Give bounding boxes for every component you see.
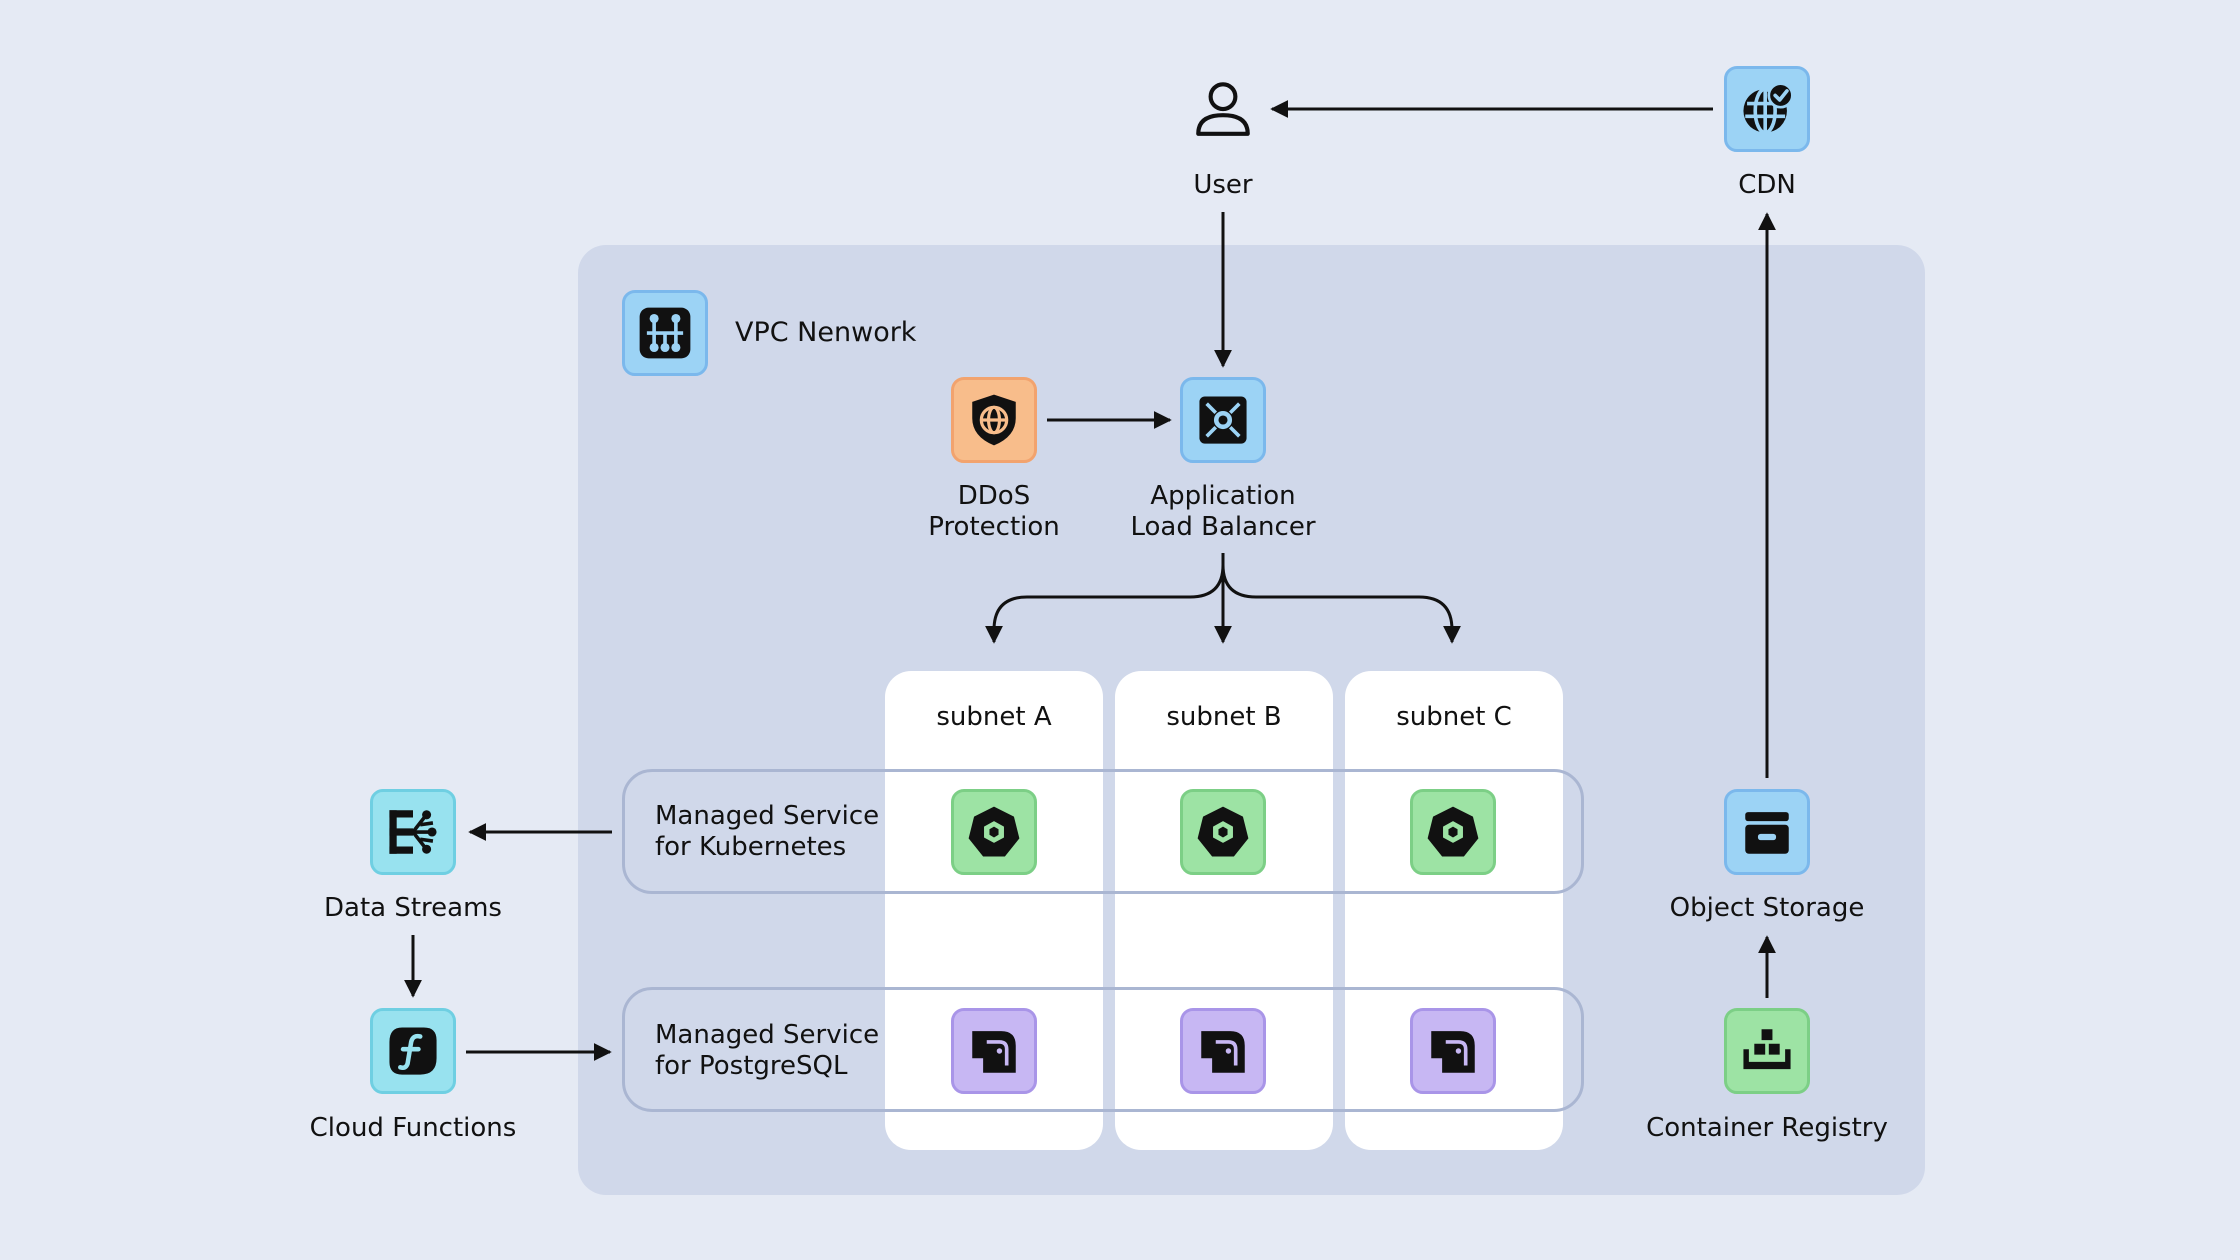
function-icon <box>370 1008 456 1094</box>
postgresql-icon <box>951 1008 1037 1094</box>
kubernetes-icon <box>951 789 1037 875</box>
ddos-label-line2: Protection <box>928 512 1060 542</box>
ddos-label: DDoS Protection <box>864 481 1124 543</box>
ddos-label-line1: DDoS <box>957 481 1031 511</box>
kubernetes-band-label: Managed Service for Kubernetes <box>655 801 879 863</box>
kubernetes-band <box>622 769 1584 894</box>
data-streams-label: Data Streams <box>324 893 502 923</box>
kubernetes-band-label-line2: for Kubernetes <box>655 832 847 862</box>
kubernetes-icon <box>1410 789 1496 875</box>
user-label: User <box>1193 170 1253 200</box>
subnet-a-label: subnet A <box>936 702 1052 732</box>
archive-box-icon <box>1724 789 1810 875</box>
globe-check-icon <box>1724 66 1810 152</box>
arrow-alb-to-subnet-a <box>985 564 1225 644</box>
subnet-c-label: subnet C <box>1396 702 1512 732</box>
postgresql-icon <box>1410 1008 1496 1094</box>
alb-label: Application Load Balancer <box>1093 481 1353 543</box>
kubernetes-band-label-line1: Managed Service <box>655 801 880 831</box>
load-balancer-icon <box>1180 377 1266 463</box>
cloud-functions-label: Cloud Functions <box>309 1113 517 1143</box>
postgresql-band <box>622 987 1584 1112</box>
postgresql-band-label: Managed Service for PostgreSQL <box>655 1020 879 1082</box>
user-icon <box>1180 66 1266 152</box>
postgresql-icon <box>1180 1008 1266 1094</box>
shield-globe-icon <box>951 377 1037 463</box>
containers-icon <box>1724 1008 1810 1094</box>
alb-label-line1: Application <box>1150 481 1296 511</box>
object-storage-label: Object Storage <box>1669 893 1865 923</box>
cdn-label: CDN <box>1738 170 1796 200</box>
arrow-alb-to-subnet-c <box>1221 564 1461 644</box>
postgresql-band-label-line2: for PostgreSQL <box>655 1051 848 1081</box>
data-streams-icon <box>370 789 456 875</box>
network-icon <box>622 290 708 376</box>
kubernetes-icon <box>1180 789 1266 875</box>
alb-label-line2: Load Balancer <box>1130 512 1316 542</box>
postgresql-band-label-line1: Managed Service <box>655 1020 880 1050</box>
vpc-title: VPC Nenwork <box>735 317 917 348</box>
container-registry-label: Container Registry <box>1646 1113 1888 1143</box>
subnet-b-label: subnet B <box>1166 702 1282 732</box>
